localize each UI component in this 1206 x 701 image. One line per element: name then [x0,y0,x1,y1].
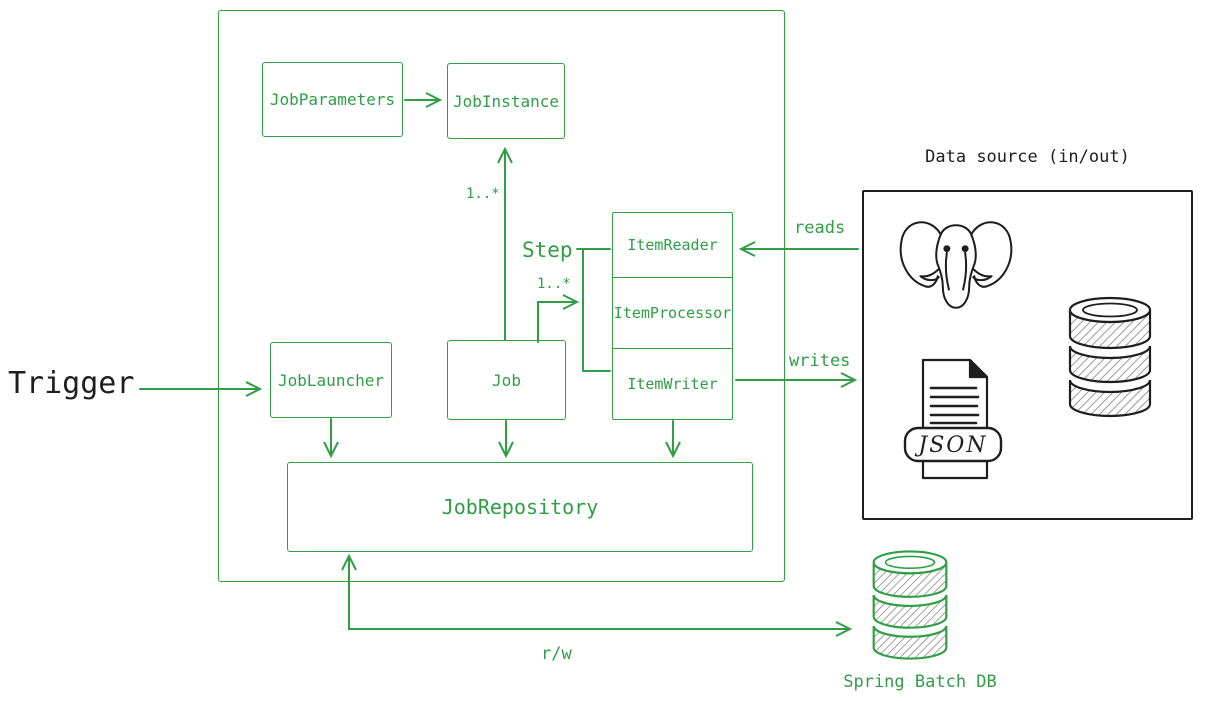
jobparameters-box: JobParameters [262,62,403,137]
step-stack: ItemReader ItemProcessor ItemWriter [612,212,733,420]
jobrepository-label: JobRepository [441,495,599,519]
jobinstance-multiplicity-label: 1..* [466,186,500,202]
itemwriter-row: ItemWriter [613,348,732,419]
itemprocessor-label: ItemProcessor [613,304,732,322]
itemwriter-label: ItemWriter [627,375,718,393]
trigger-label: Trigger [8,366,135,401]
data-source-title: Data source (in/out) [925,147,1130,167]
joblauncher-box: JobLauncher [270,342,392,418]
itemreader-label: ItemReader [627,236,718,254]
itemreader-row: ItemReader [613,213,732,277]
rw-label: r/w [541,644,572,664]
jobinstance-box: JobInstance [447,63,565,139]
spring-batch-container-box [218,10,785,582]
spring-batch-db-icon [872,550,948,660]
jobrepository-box: JobRepository [287,462,753,552]
step-multiplicity-label: 1..* [537,276,571,292]
joblauncher-label: JobLauncher [278,370,384,390]
writes-label: writes [789,351,851,371]
spring-batch-db-label: Spring Batch DB [843,672,997,692]
database-cylinder-icon [1068,296,1152,418]
step-label: Step [522,238,573,262]
jobinstance-label: JobInstance [453,91,559,111]
jobparameters-label: JobParameters [269,90,396,109]
json-badge-text: JSON [914,433,987,458]
reads-label: reads [794,218,846,238]
json-file-icon: JSON [903,358,1003,480]
postgresql-elephant-icon [899,221,1013,309]
itemprocessor-row: ItemProcessor [613,277,732,348]
job-box: Job [447,340,566,420]
job-label: Job [492,370,521,390]
